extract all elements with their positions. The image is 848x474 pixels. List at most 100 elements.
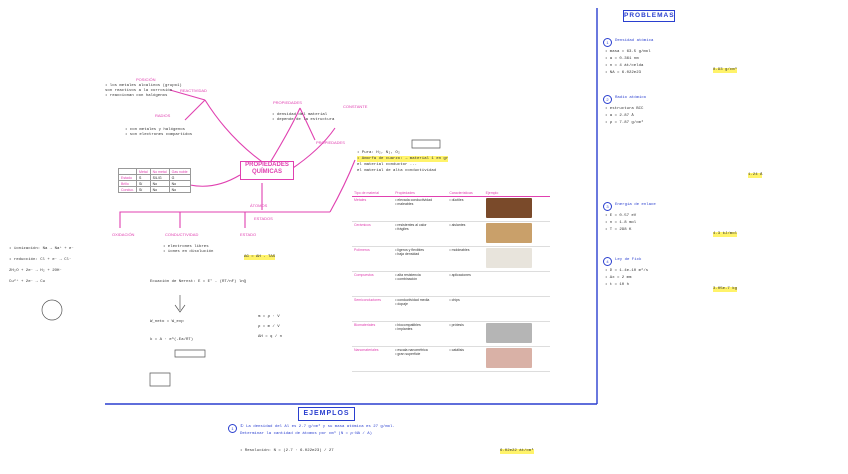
property-line: • implantes [395, 327, 413, 331]
table-cell: Conduc. [117, 186, 138, 193]
row-example-image [483, 221, 550, 247]
row-category: Biomateriales [352, 321, 394, 347]
note-line: • electrones libres [163, 245, 209, 249]
problem-number: 1 [603, 38, 612, 47]
table-cell: Sí [136, 186, 151, 193]
example-result: 6.02e22 át/cm³ [500, 449, 534, 454]
problems-title: PROBLEMAS [623, 10, 675, 22]
row-category: Polímeros [352, 246, 394, 272]
branch-radios: RADIOS [155, 113, 171, 118]
branch-propiedades-1: PROPIEDADES [273, 100, 302, 105]
branch-oxidacion: OXIDACIÓN [112, 232, 135, 237]
material-photo [485, 323, 532, 343]
problem-title: Radio atómico [615, 96, 647, 100]
row-category: Semiconductores [352, 296, 394, 322]
property-line: • dopaje [395, 302, 408, 306]
note-line: m = ρ · V [258, 315, 280, 319]
table-header-row: Tipo de material Propiedades Característ… [352, 190, 550, 197]
table-row: Semiconductores• conductividad media• do… [352, 296, 550, 322]
row-characteristic: • chips [447, 296, 484, 322]
branch-estado: ESTADO [240, 232, 257, 237]
note-line: el material de alta conductividad [357, 169, 437, 173]
row-characteristic: • moldeables [447, 246, 484, 272]
problem-title: Ley de Fick [615, 258, 642, 262]
material-photo [485, 348, 532, 368]
problem-number: 4 [603, 257, 612, 266]
note-line: • reducción: Cl + e⁻ → Cl⁻ [9, 258, 72, 262]
problem-given: • NA = 6.022e23 [605, 71, 642, 75]
row-property: • elevada conductividad• maleables [393, 196, 448, 222]
row-property: • ligeros y flexibles• baja densidad [393, 246, 448, 272]
material-photo [485, 298, 532, 318]
problem-result: 4.3 kJ/mol [713, 232, 738, 237]
note-center: • densidad del material • depende de la … [272, 113, 334, 123]
table-row: Brillo Sí No No [117, 180, 191, 187]
problem-given: • masa = 63.5 g/mol [605, 50, 651, 54]
mid-formula-2: W_neto = W_exp [150, 320, 184, 324]
row-example-image [483, 196, 550, 222]
note-line: • reaccionan con halógenos [105, 94, 168, 98]
note-line: • Pura: H₂, N₂, O₂ [357, 151, 401, 155]
note-line: • densidad del material [272, 113, 328, 117]
example-number: 1 [228, 424, 237, 433]
row-category: Metales [352, 196, 394, 222]
problem-given: • Δx = 2 mm [605, 276, 632, 280]
example-line-3: • Resolución: N = (2.7 · 6.022e23) / 27 [240, 449, 334, 453]
table-row: Compuestos• alta resistencia• combinació… [352, 271, 550, 297]
note-line: 2H₂O + 2e⁻ → H₂ + 2OH⁻ [9, 269, 62, 273]
row-category: Cerámicos [352, 221, 394, 247]
row-example-image [483, 271, 550, 297]
note-left-bottom: • ionización: Na → Na⁺ + e⁻ • reducción:… [9, 244, 74, 288]
center-label-atomos: ÁTOMOS [250, 203, 268, 208]
row-characteristic: • aplicaciones [447, 271, 484, 297]
property-line: • frágiles [395, 227, 409, 231]
note-line: • ionización: Na → Na⁺ + e⁻ [9, 247, 74, 251]
mid-formula-1: Ecuación de Nernst: E = E° - (RT/nF) lnQ [150, 280, 247, 284]
row-category: Nanomateriales [352, 346, 394, 372]
note-line: • iones en disolución [163, 250, 214, 254]
row-characteristic: • catálisis [447, 346, 484, 372]
table-row: Metales• elevada conductividad• maleable… [352, 196, 550, 222]
note-line: • con metales y halógenos [125, 128, 186, 132]
property-line: • baja densidad [395, 252, 420, 256]
note-state: m = ρ · V ρ = m / V ΔH = q / n [258, 312, 282, 342]
problem-number: 3 [603, 202, 612, 211]
table-header: Ejemplo [483, 190, 550, 197]
note-line: • depende de la estructura [272, 118, 335, 122]
problem-number: 2 [603, 95, 612, 104]
row-example-image [483, 321, 550, 347]
row-characteristic: • prótesis [447, 321, 484, 347]
table-cell: No [168, 186, 191, 193]
mid-highlight: ΔG = ΔH - TΔS [244, 255, 276, 260]
problem-result: 8.93 g/cm³ [713, 68, 738, 73]
branch-posicion: POSICIÓN [136, 77, 156, 82]
row-property: • resistentes al calor• frágiles [393, 221, 448, 247]
examples-title: EJEMPLOS [298, 407, 355, 421]
property-line: • resistentes al calor [395, 223, 427, 227]
central-node: PROPIEDADES QUÍMICAS [240, 161, 294, 180]
problem-result: 1.24 Å [748, 173, 763, 178]
property-line: • elevada conductividad [395, 198, 433, 202]
problem-given: • E = 0.57 eV [605, 214, 637, 218]
table-row: Biomateriales• biocompatibles• implantes… [352, 321, 550, 347]
table-row: Conduc. Sí No No [117, 186, 191, 193]
note-line: Cu²⁺ + 2e⁻ → Cu [9, 280, 46, 284]
note-line: • los metales alcalinos (grupo1) [105, 84, 182, 88]
row-property: • conductividad media• dopaje [393, 296, 448, 322]
example-line-1: ① La densidad del Al es 2.7 g/cm³ y su m… [240, 425, 395, 429]
example-line-2: Determinar la cantidad de átomos por cm³… [240, 432, 373, 436]
table-row: Polímeros• ligeros y flexibles• baja den… [352, 246, 550, 272]
branch-constante: CONSTANTE [343, 104, 368, 109]
center-label-estados: ESTADOS [254, 216, 273, 221]
note-line: • Amorfa de cuarzo: → material 1 en gr [357, 156, 449, 162]
table-header: Características [447, 190, 484, 197]
problem-given: • n = 1.8 mol [605, 221, 637, 225]
property-line: • combinación [395, 277, 418, 281]
material-photo [485, 198, 532, 218]
note-left-mid: • con metales y halógenos • son electron… [125, 128, 192, 138]
row-property: • alta resistencia• combinación [393, 271, 448, 297]
property-line: • ligeros y flexibles [395, 248, 425, 252]
note-line: ρ = m / V [258, 325, 280, 329]
table-row: Cerámicos• resistentes al calor• frágile… [352, 221, 550, 247]
